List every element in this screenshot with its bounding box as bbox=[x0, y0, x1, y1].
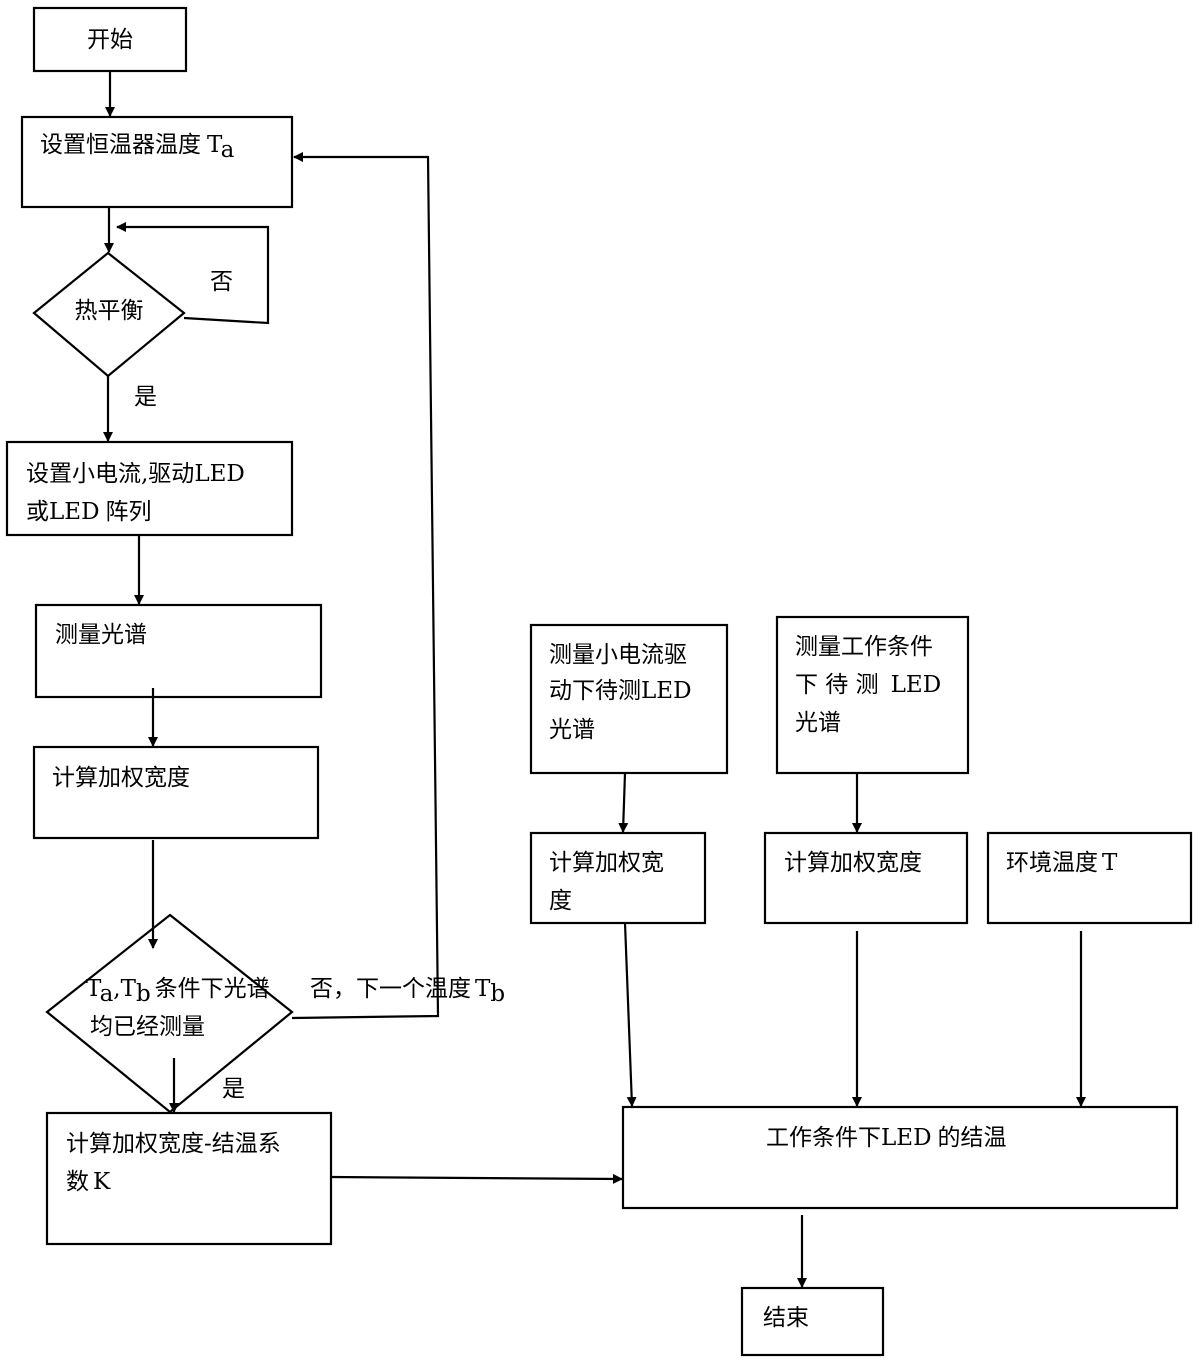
start-box: 开始 bbox=[32, 6, 188, 73]
measure-small-line1: 测量小电流驱 bbox=[549, 642, 687, 668]
calc-width-a-line2: 度 bbox=[549, 888, 572, 914]
end-label: 结束 bbox=[763, 1305, 809, 1331]
no-label: 否 bbox=[210, 269, 233, 295]
measure-spectrum-label: 测量光谱 bbox=[55, 622, 147, 648]
calc-width-box: 计算加权宽度 bbox=[32, 745, 320, 840]
calc-width-a-line1: 计算加权宽 bbox=[549, 850, 664, 876]
decision-line2: 均已经测量 bbox=[90, 1014, 205, 1040]
yes-label-2: 是 bbox=[222, 1076, 245, 1102]
yes-label: 是 bbox=[134, 384, 157, 410]
connector-small-to-width-a bbox=[618, 772, 629, 833]
measure-small-line2: 动下待测LED bbox=[549, 678, 692, 704]
calc-width-label: 计算加权宽度 bbox=[52, 765, 190, 791]
connector-coefficient-to-junction bbox=[330, 1173, 623, 1184]
connector-decision-no-loop bbox=[291, 152, 440, 1020]
thermal-balance-decision: 热平衡 bbox=[32, 251, 186, 378]
connector-balance-no-loop bbox=[116, 222, 270, 325]
measure-working-line3: 光谱 bbox=[795, 710, 841, 736]
end-box: 结束 bbox=[740, 1286, 885, 1357]
start-label: 开始 bbox=[87, 27, 133, 53]
calc-width-b-box: 计算加权宽度 bbox=[763, 831, 969, 925]
measure-small-current-box: 测量小电流驱 动下待测LED 光谱 bbox=[529, 623, 729, 775]
set-current-line1: 设置小电流,驱动LED bbox=[26, 461, 245, 487]
calc-width-b-label: 计算加权宽度 bbox=[784, 850, 922, 876]
measure-spectrum-box: 测量光谱 bbox=[34, 603, 323, 699]
thermal-balance-label: 热平衡 bbox=[75, 298, 144, 324]
calc-coefficient-line1: 计算加权宽度-结温系 bbox=[66, 1131, 281, 1157]
calc-width-a-box: 计算加权宽 度 bbox=[529, 831, 707, 925]
connector-width-a-to-junction bbox=[623, 922, 637, 1107]
measure-working-line1: 测量工作条件 bbox=[795, 634, 933, 660]
measure-small-line3: 光谱 bbox=[549, 717, 595, 743]
